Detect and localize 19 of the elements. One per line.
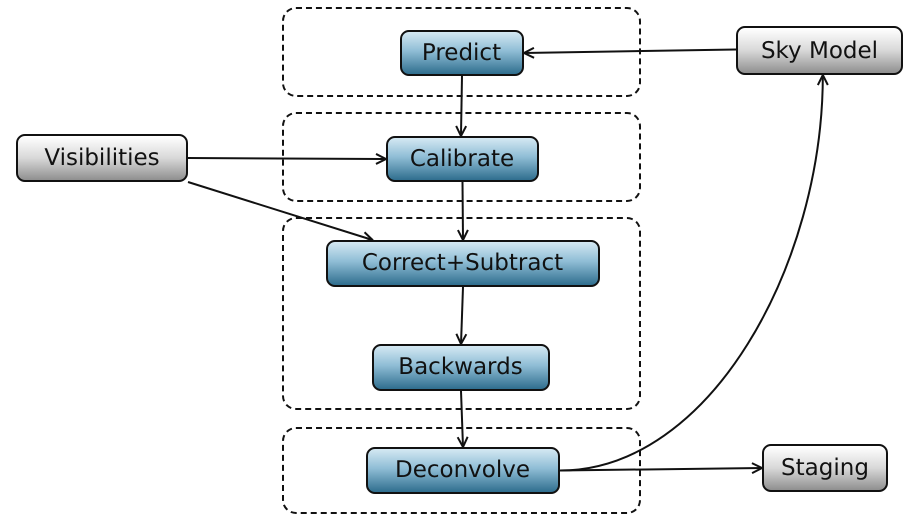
process-box: Deconvolve [366, 446, 560, 494]
process-box: Correct+Subtract [326, 240, 600, 286]
dashed-group-box [282, 217, 641, 410]
arrow [456, 182, 469, 241]
process-box: Calibrate [386, 136, 538, 182]
arrow [188, 152, 387, 165]
dashed-group-box [282, 427, 641, 514]
arrow [560, 462, 763, 474]
process-box: Backwards [372, 344, 550, 390]
process-box: Predict [400, 30, 524, 76]
arrow [456, 390, 469, 448]
dashed-group-box [282, 112, 641, 202]
dashed-group-box [282, 7, 641, 97]
arrow [523, 46, 736, 59]
arrow [455, 286, 468, 345]
arrow [455, 76, 468, 137]
data-box: Staging [762, 444, 888, 492]
data-box: Visibilities [16, 134, 188, 182]
data-box: Sky Model [736, 26, 903, 75]
